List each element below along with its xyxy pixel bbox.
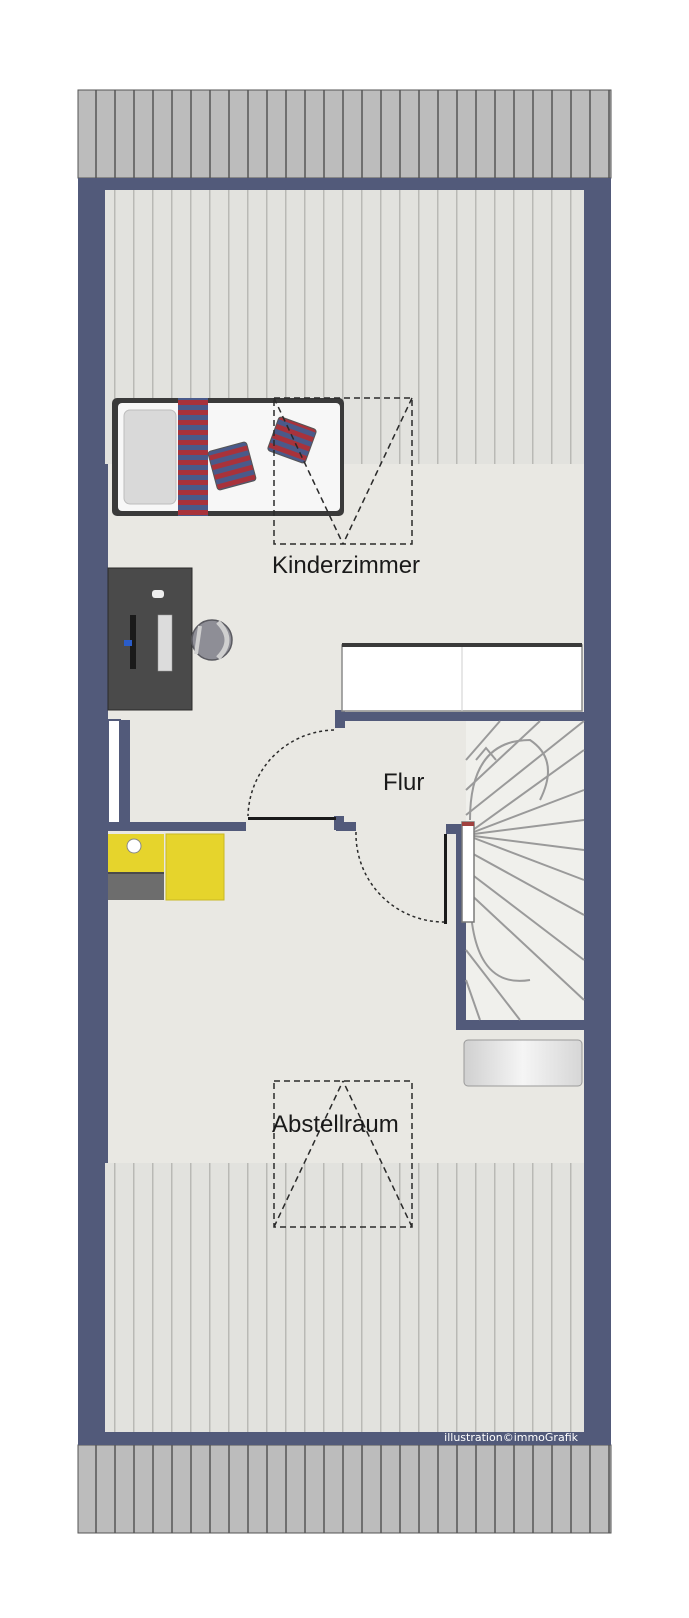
wall-horizontal-lower [104, 822, 246, 831]
wall-horizontal-upper [340, 712, 584, 721]
slope-bottom [104, 1163, 584, 1432]
room-label-abstellraum: Abstellraum [272, 1111, 399, 1138]
skylight-top [273, 397, 413, 545]
wardrobe [341, 643, 583, 712]
door-abstellraum [355, 831, 447, 924]
wall-stair-bottom [456, 1020, 584, 1030]
roof-bottom [77, 1444, 612, 1534]
window-left [107, 719, 121, 825]
skylight-bottom [273, 1080, 413, 1228]
illustration-credit: illustration©immoGrafik [444, 1431, 578, 1444]
storage-cabinet [108, 833, 225, 901]
wall-stair-left [456, 824, 466, 1024]
desk [107, 567, 193, 711]
door-kinderzimmer [247, 729, 336, 820]
room-label-kinderzimmer: Kinderzimmer [272, 552, 420, 579]
roof-top [77, 89, 612, 179]
bed [112, 398, 344, 516]
staircase [461, 720, 585, 1021]
bathtub-storage [463, 1039, 583, 1087]
wall-right [584, 464, 611, 1163]
room-label-flur: Flur [383, 769, 424, 796]
wall-left [78, 464, 108, 1163]
office-chair [191, 619, 233, 661]
